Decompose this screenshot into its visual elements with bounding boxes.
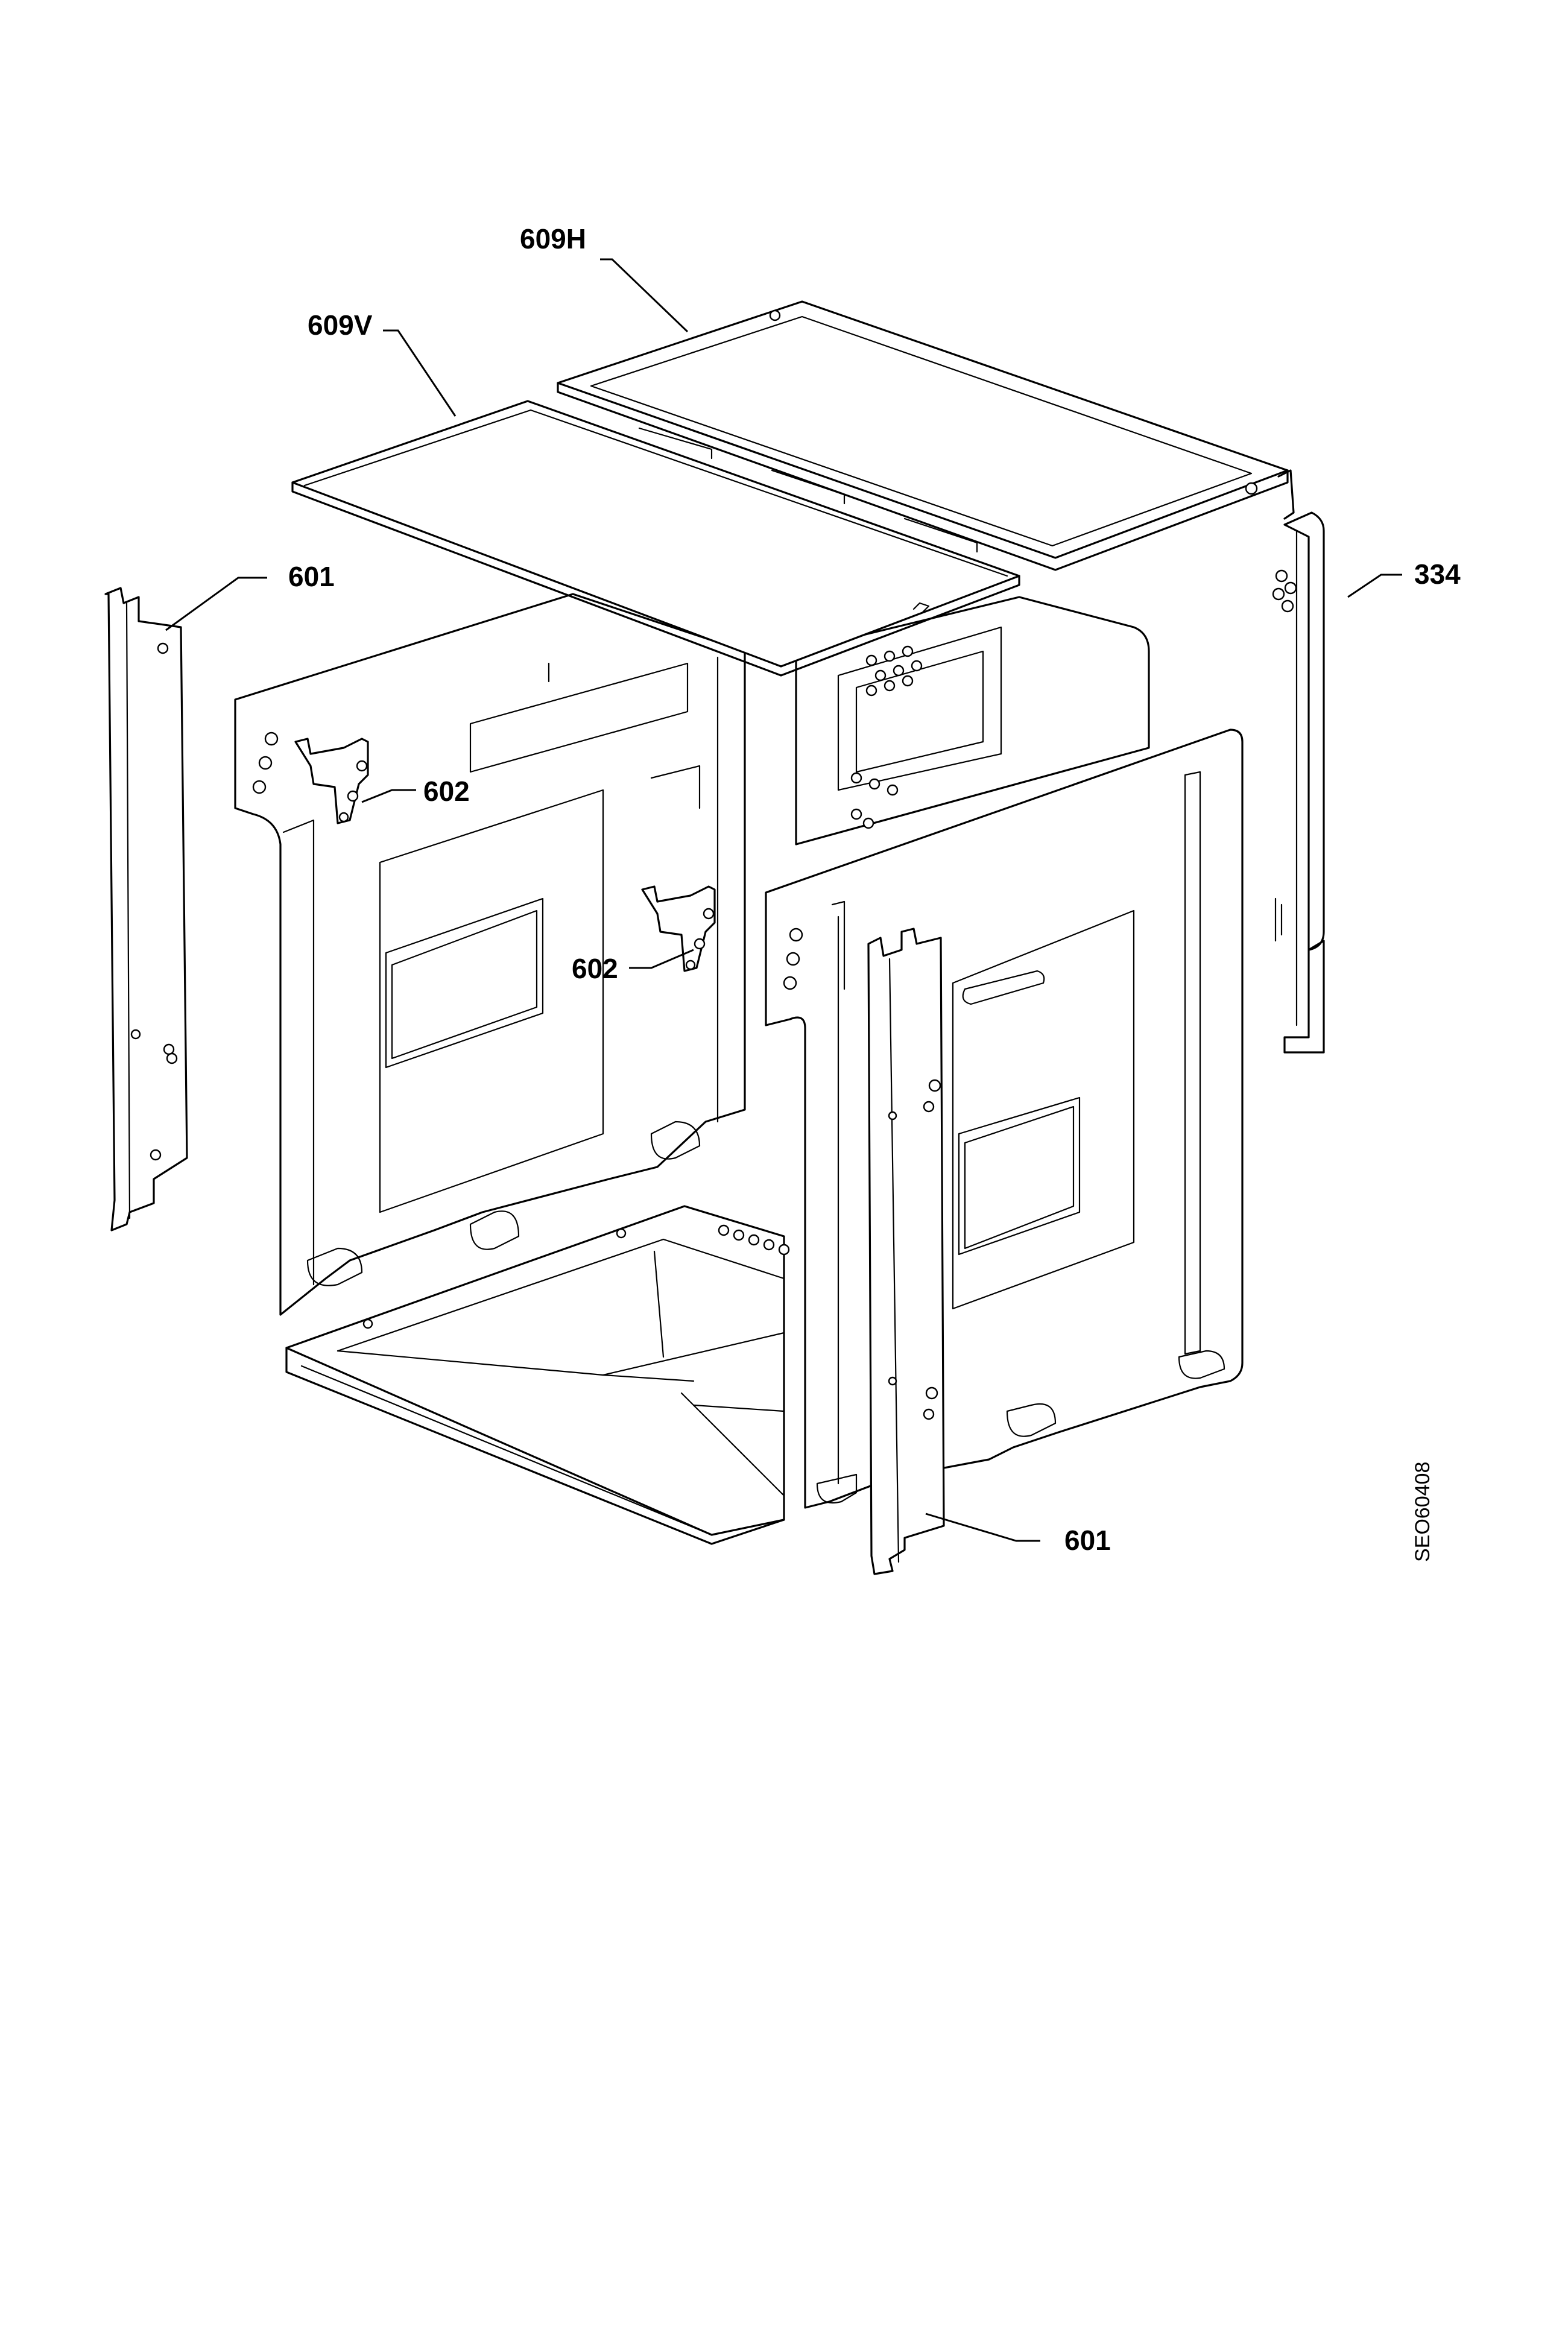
bracket-602-left (294, 738, 369, 824)
label-601-left: 601 (288, 561, 335, 592)
top-rear-panel-609H (557, 300, 1295, 571)
label-602-left: 602 (423, 776, 470, 807)
top-front-panel-609V (291, 400, 1020, 677)
label-602-center: 602 (572, 953, 618, 984)
bottom-panel (285, 1205, 790, 1545)
label-609H: 609H (520, 223, 586, 254)
right-side-panel (765, 729, 1244, 1509)
bracket-602-center (641, 885, 716, 972)
side-strip-601-right (867, 928, 945, 1575)
back-panel-334 (1272, 511, 1325, 1054)
callout-leaders (165, 258, 1402, 1542)
drawing-code: SEO60408 (1411, 1462, 1434, 1562)
label-334: 334 (1414, 558, 1461, 590)
label-609V: 609V (308, 309, 373, 341)
oven-cavity (795, 596, 1150, 846)
left-side-panel (234, 593, 746, 1316)
label-601-right: 601 (1064, 1525, 1111, 1556)
side-strip-601-left (104, 587, 188, 1231)
